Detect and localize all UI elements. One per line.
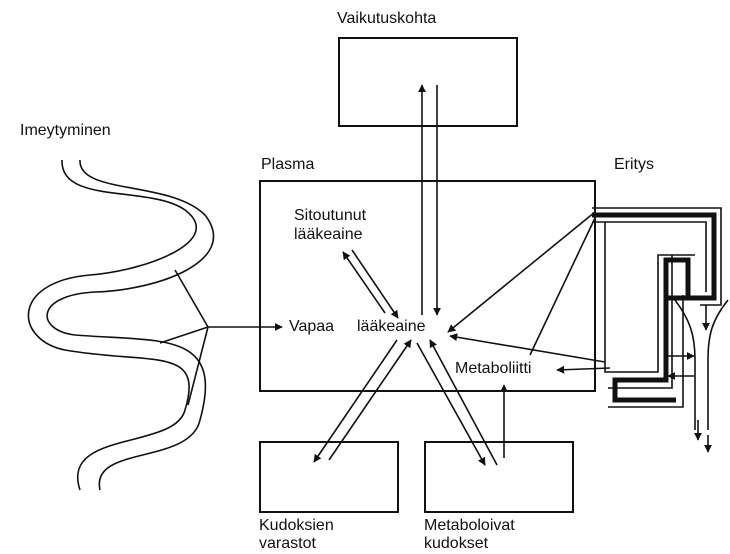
metabolizing-tissue-label-line1: Metaboloivat: [424, 517, 515, 535]
capillary-lower: [160, 327, 208, 343]
storage-tissue-label-line1: Kudoksien: [259, 517, 334, 535]
collecting-duct-right: [708, 300, 728, 430]
metabolizing-tissue-box: [424, 441, 574, 513]
excretion-label: Eritys: [614, 156, 654, 174]
action-site-label: Vaikutuskohta: [337, 10, 436, 28]
bound-drug-label-line1: Sitoutunut: [294, 207, 366, 225]
plasma-label: Plasma: [261, 156, 314, 174]
collecting-duct-left: [675, 300, 695, 430]
nephron-shape: [592, 208, 728, 452]
metabolite-label: Metaboliitti: [455, 360, 531, 378]
metabolizing-tissue-label-line2: kudokset: [424, 535, 488, 553]
storage-tissue-box: [259, 441, 399, 513]
nephron-outer-wall: [592, 208, 721, 372]
intestine-shape: [28, 160, 213, 490]
action-site-box: [338, 37, 518, 127]
nephron-inner-wall: [608, 255, 683, 407]
capillary-upper: [175, 270, 208, 327]
bound-drug-label-line2: lääkeaine: [294, 226, 363, 244]
intestine-outer-wall: [28, 160, 196, 490]
free-drug-label: lääkeaine: [357, 318, 426, 336]
absorption-label: Imeytyminen: [20, 122, 111, 140]
storage-tissue-label-line2: varastot: [259, 535, 316, 553]
free-label: Vapaa: [289, 318, 334, 336]
